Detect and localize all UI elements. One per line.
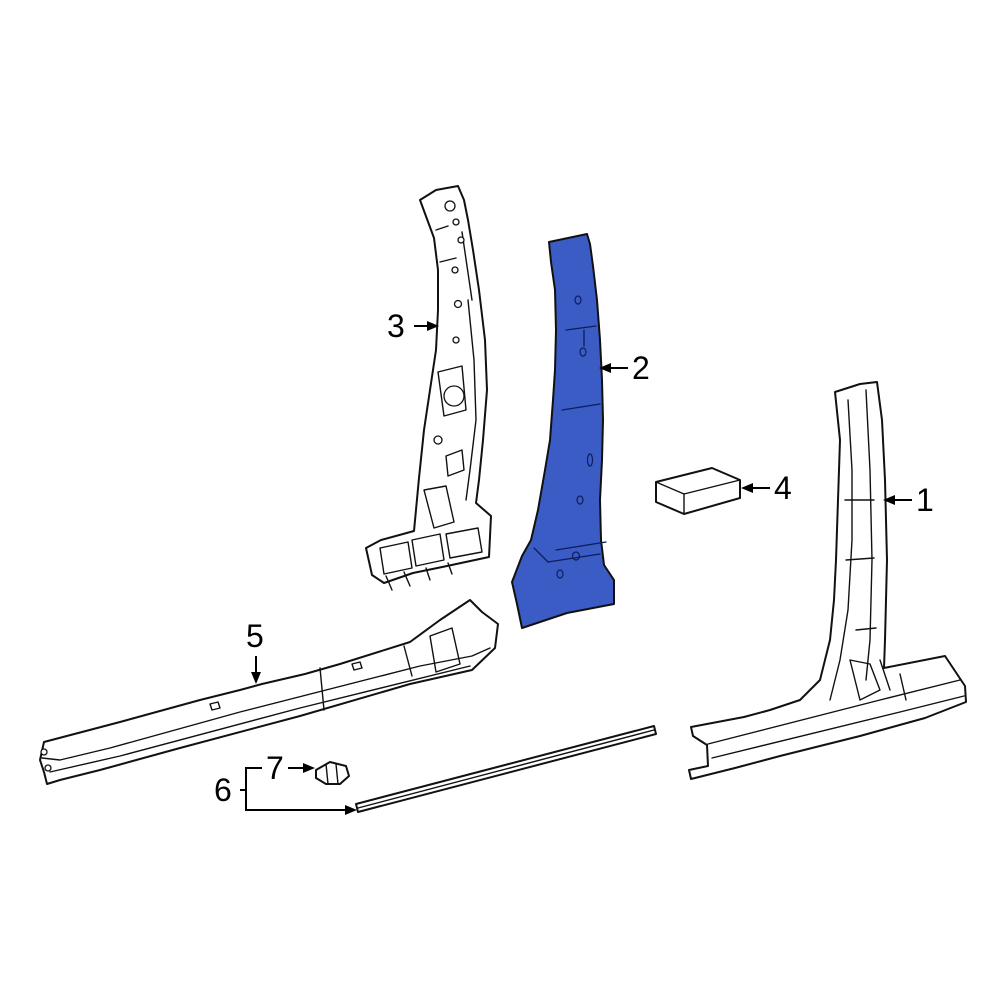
arrowhead-1: [883, 495, 895, 505]
arrowhead-3: [427, 321, 439, 331]
part-6-moulding[interactable]: [355, 725, 657, 813]
callout-2[interactable]: 2: [632, 350, 650, 386]
leader-lines: [240, 321, 912, 815]
part-2-fill: [511, 233, 615, 629]
callout-5[interactable]: 5: [246, 618, 264, 654]
part-5-rocker-panel[interactable]: [39, 599, 499, 785]
callout-4[interactable]: 4: [774, 470, 792, 506]
arrowhead-6: [345, 805, 357, 815]
callout-3[interactable]: 3: [387, 308, 405, 344]
callout-7[interactable]: 7: [266, 750, 284, 786]
callouts: 1 2 3 4 5 6 7: [214, 308, 934, 808]
part-1-outer-pillar[interactable]: [688, 381, 967, 780]
arrowhead-4: [741, 483, 753, 493]
arrowhead-2: [599, 363, 611, 373]
callout-6[interactable]: 6: [214, 772, 232, 808]
part-4-pad[interactable]: [655, 467, 741, 515]
arrowhead-7: [303, 763, 315, 773]
part-3-inner-pillar[interactable]: [365, 185, 492, 591]
part-2-pillar-reinforcement[interactable]: [511, 233, 615, 629]
part-7-clip[interactable]: [315, 761, 350, 785]
callout-1[interactable]: 1: [916, 482, 934, 518]
arrowhead-5: [251, 672, 261, 684]
